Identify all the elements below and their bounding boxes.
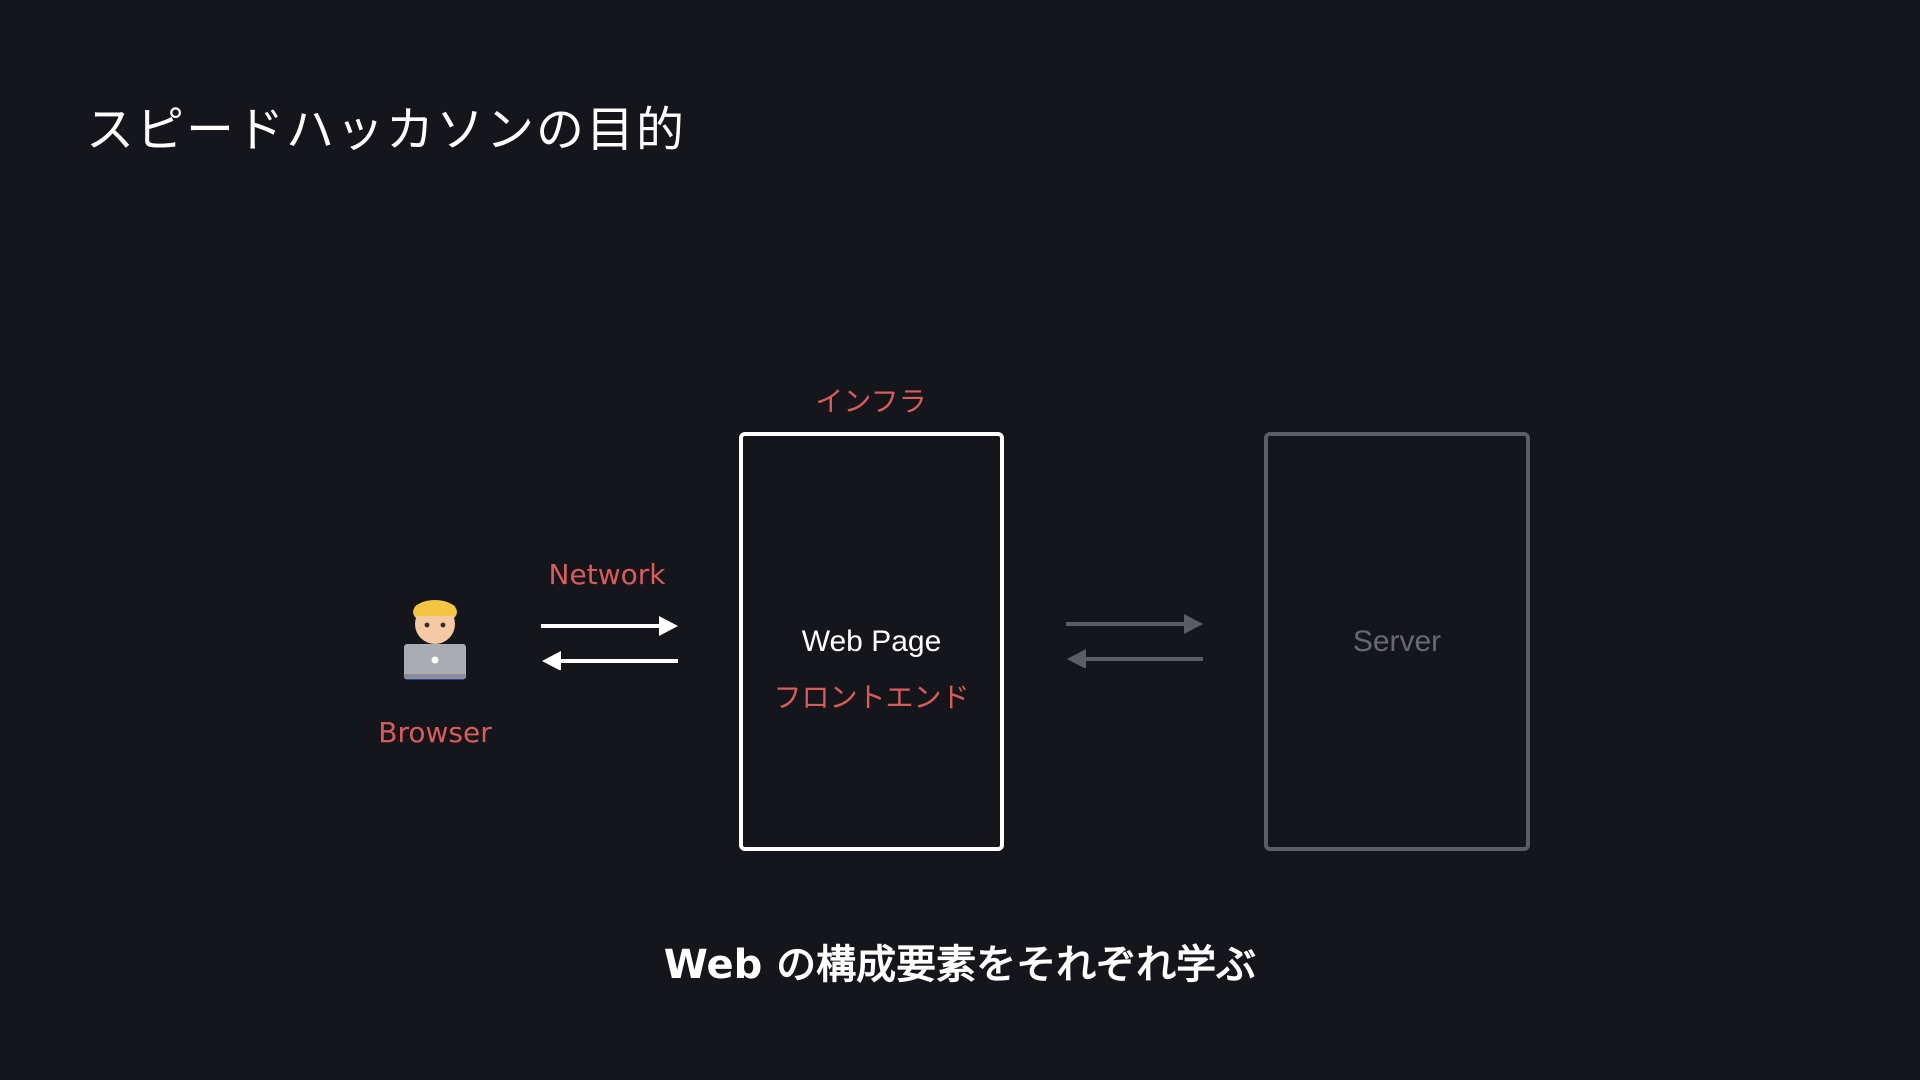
server-title: Server	[1352, 625, 1442, 658]
technologist-icon	[404, 600, 466, 680]
arrow-right-icon	[659, 616, 678, 636]
arrow-left-icon	[1067, 649, 1086, 668]
slide-title: スピードハッカソンの目的	[86, 102, 687, 158]
server-arrows	[1066, 614, 1203, 668]
network-label: Network	[548, 558, 666, 591]
network-arrows	[541, 616, 678, 670]
web-page-box: Web Page フロントエンド	[739, 432, 1004, 851]
arrow-left-icon	[542, 651, 561, 670]
arrow-right-icon	[1184, 614, 1203, 634]
slide-caption: Web の構成要素をそれぞれ学ぶ	[663, 942, 1257, 988]
frontend-label: フロントエンド	[773, 681, 970, 714]
web-page-title: Web Page	[801, 625, 942, 658]
server-box: Server	[1264, 432, 1530, 851]
browser-label: Browser	[378, 716, 492, 749]
infra-label: インフラ	[815, 385, 927, 418]
